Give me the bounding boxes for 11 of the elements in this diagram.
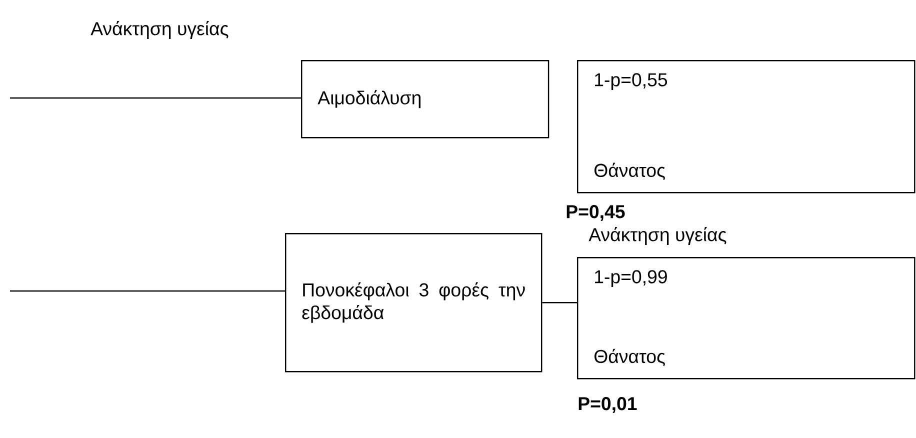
outcome-box: 1-p=0,99 Θάνατος (577, 256, 916, 380)
connector-line (10, 97, 301, 99)
outcome-label: Ανάκτηση υγείας (588, 227, 726, 245)
outcome-label: Ανάκτηση υγείας (90, 21, 228, 39)
connector-line (542, 302, 577, 304)
probability-label: P=0,45 (566, 205, 625, 221)
probability-label: P=0,01 (578, 397, 637, 413)
decision-box: Πονοκέφαλοι 3 φορές την εβδομάδα (285, 233, 542, 372)
connector-line (10, 290, 285, 292)
decision-box: Αιμοδιάλυση (301, 60, 550, 138)
outcome-box: 1-p=0,55 Θάνατος (577, 60, 916, 194)
